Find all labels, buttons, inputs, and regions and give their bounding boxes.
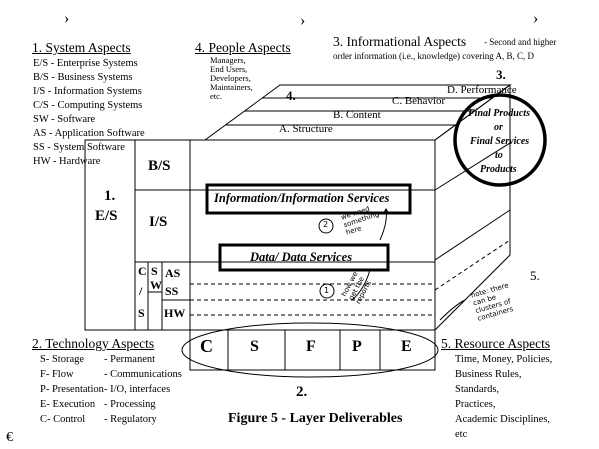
resource-aspect-item: Standards, xyxy=(455,384,500,395)
system-aspect-item: SW - Software xyxy=(33,114,96,125)
tech-row xyxy=(189,329,436,371)
technology-aspect-item: S- Storage xyxy=(40,354,85,365)
resource-aspect-item: etc xyxy=(455,429,468,440)
stamp-logo: € xyxy=(6,430,13,445)
cube-num-4: 4. xyxy=(286,88,296,103)
informational-aspects-heading: 3. Informational Aspects xyxy=(333,34,467,49)
technology-aspect-item: F- Flow xyxy=(40,369,74,380)
layer-label-a: A. Structure xyxy=(279,123,333,135)
right-face-line xyxy=(434,209,511,261)
tech-cell-f: F xyxy=(306,338,316,355)
technology-aspect-desc: - Processing xyxy=(104,399,156,410)
system-panel xyxy=(84,139,191,331)
data-services-label: Data/ Data Services xyxy=(250,250,353,264)
final-products-circle xyxy=(453,93,547,187)
handwritten-note-2-num: 2 xyxy=(323,220,329,229)
system-cs-c: C xyxy=(138,264,147,278)
tech-cell-p: P xyxy=(352,338,362,355)
system-aspects-heading: 1. System Aspects xyxy=(32,40,131,55)
technology-aspect-desc: - Regulatory xyxy=(104,414,157,425)
system-es: E/S xyxy=(95,208,118,224)
final-products-line: or xyxy=(494,122,503,133)
people-aspect-item: Managers, xyxy=(210,55,246,65)
technology-aspect-desc: - Communications xyxy=(104,369,182,380)
corner-mark-right: › xyxy=(533,10,539,27)
tech-ellipse xyxy=(181,322,439,378)
final-products-line: Final Products xyxy=(468,108,530,119)
system-as: AS xyxy=(165,266,181,280)
handwritten-arrow xyxy=(379,209,387,241)
cube-front-face xyxy=(189,139,436,331)
system-aspect-item: AS - Application Software xyxy=(33,128,145,139)
handwritten-circle xyxy=(319,283,335,299)
handwritten-circle xyxy=(318,218,334,234)
right-face-line xyxy=(434,142,511,191)
resource-num-5: 5. xyxy=(530,268,540,283)
people-aspect-item: etc. xyxy=(210,91,223,101)
system-aspect-item: B/S - Business Systems xyxy=(33,72,133,83)
final-products-line: Final Services xyxy=(470,136,530,147)
technology-num-2: 2. xyxy=(296,384,308,400)
resource-aspect-item: Practices, xyxy=(455,399,496,410)
layer-label-c: C. Behavior xyxy=(392,95,446,107)
final-products-line: Products xyxy=(480,164,517,175)
tech-cell-e: E xyxy=(401,338,412,355)
system-cs-slash: / xyxy=(139,284,143,298)
tech-cell-s: S xyxy=(250,338,259,355)
informational-aspects-note-1: - Second and higher xyxy=(484,37,557,47)
information-services-label: Information/Information Services xyxy=(214,191,390,205)
system-aspect-item: C/S - Computing Systems xyxy=(33,100,143,111)
layer-label-b: B. Content xyxy=(333,109,381,121)
people-aspect-item: Maintainers, xyxy=(210,82,253,92)
tech-cell-c: C xyxy=(200,336,213,356)
system-hw: HW xyxy=(164,306,186,320)
cube-right-face xyxy=(434,84,511,332)
information-services-box[interactable] xyxy=(205,183,412,215)
people-aspect-item: End Users, xyxy=(210,64,248,74)
cube-num-3: 3. xyxy=(496,67,506,82)
system-num-1: 1. xyxy=(104,188,116,204)
system-aspect-item: SS - System Software xyxy=(33,142,125,153)
resource-aspect-item: Business Rules, xyxy=(455,369,522,380)
technology-aspect-item: E- Execution xyxy=(40,399,96,410)
corner-mark-center: › xyxy=(300,12,306,29)
technology-aspect-item: C- Control xyxy=(40,414,86,425)
data-services-box[interactable] xyxy=(218,243,390,272)
figure-caption: Figure 5 - Layer Deliverables xyxy=(228,411,403,426)
technology-aspect-item: P- Presentation xyxy=(40,384,104,395)
people-aspects-heading: 4. People Aspects xyxy=(195,40,291,55)
handwritten-note-1-num: 1 xyxy=(324,286,330,295)
system-is: I/S xyxy=(149,214,168,230)
system-bs: B/S xyxy=(148,158,171,174)
system-sw-s: S xyxy=(151,264,158,278)
technology-aspects-heading: 2. Technology Aspects xyxy=(32,336,155,351)
technology-aspect-desc: - Permanent xyxy=(104,354,156,365)
final-products-line: to xyxy=(495,150,503,161)
system-cs-s: S xyxy=(138,306,145,320)
handwritten-arrow xyxy=(439,299,466,321)
informational-aspects-note-2: order information (i.e., knowledge) cove… xyxy=(333,51,534,61)
right-face-dashed-line xyxy=(434,239,511,291)
resource-aspects-heading: 5. Resource Aspects xyxy=(441,336,551,351)
system-aspect-item: I/S - Information Systems xyxy=(33,86,142,97)
system-sw-w: W xyxy=(150,278,162,292)
corner-mark-left: › xyxy=(64,10,70,27)
system-aspect-item: HW - Hardware xyxy=(33,156,101,167)
arrowhead-icon xyxy=(382,208,390,215)
resource-aspect-item: Time, Money, Policies, xyxy=(455,354,553,365)
system-aspect-item: E/S - Enterprise Systems xyxy=(33,58,138,69)
handwritten-arrow xyxy=(351,269,371,301)
resource-aspect-item: Academic Disciplines, xyxy=(455,414,551,425)
technology-aspect-desc: - I/O, interfaces xyxy=(104,384,171,395)
people-aspect-item: Developers, xyxy=(210,73,251,83)
layer-label-d: D. Performance xyxy=(447,84,517,96)
system-ss: SS xyxy=(165,284,179,298)
